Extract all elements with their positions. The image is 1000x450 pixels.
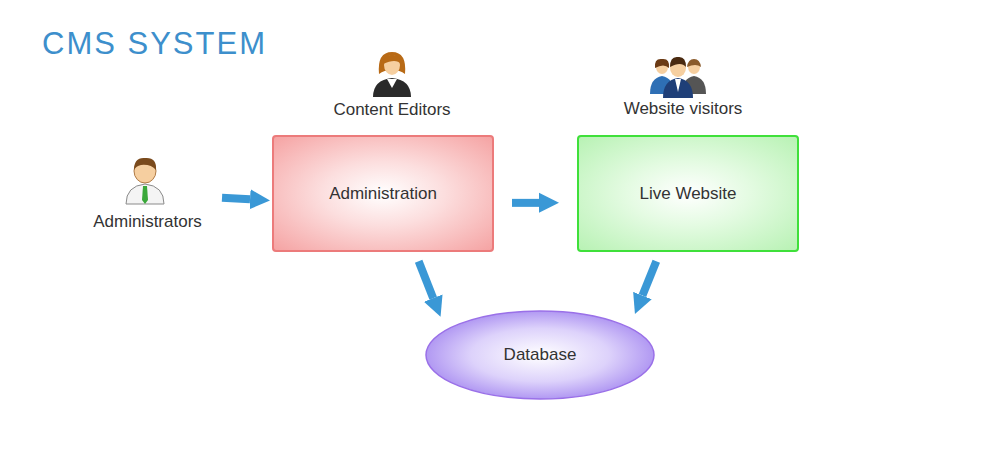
ellipse-shape — [426, 311, 654, 399]
visitors-icon — [650, 57, 706, 98]
flow-arrow — [222, 198, 250, 200]
node-label: Live Website — [639, 184, 736, 204]
node-label: Administrators — [93, 212, 202, 232]
flow-arrow — [419, 261, 434, 298]
admin-icon — [126, 158, 164, 204]
database-ellipse: Database — [425, 310, 655, 400]
diagram-title: CMS SYSTEM — [42, 26, 267, 62]
flow-arrow — [642, 261, 656, 295]
node-label: Administration — [329, 184, 437, 204]
flow-arrow — [512, 199, 539, 207]
group-label: Website visitors — [624, 99, 743, 119]
node-label: Database — [504, 345, 577, 365]
group-label: Content Editors — [333, 100, 450, 120]
editor-icon — [373, 52, 411, 97]
process-box: Live Website — [577, 135, 799, 252]
process-box: Administration — [272, 135, 494, 252]
actor-node: Administrators — [75, 150, 220, 232]
